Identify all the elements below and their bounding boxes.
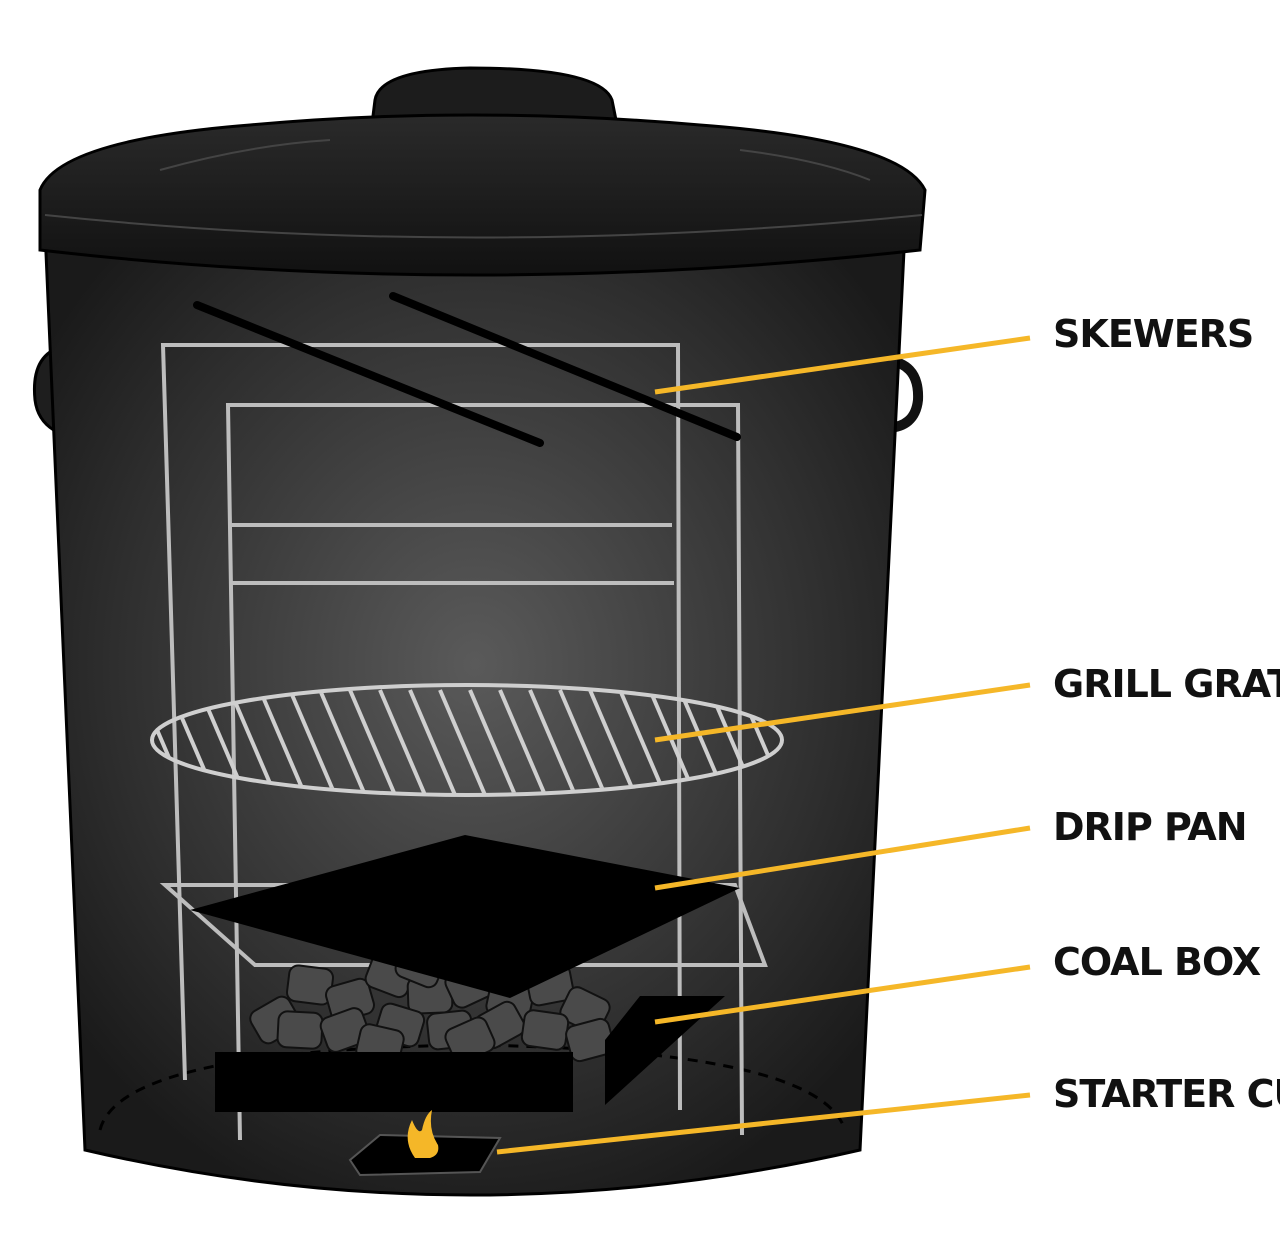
grate-bar — [228, 689, 277, 793]
grate-bar — [258, 689, 307, 793]
grate-bar — [408, 689, 457, 793]
lid — [38, 66, 927, 277]
coal-briquette — [520, 1009, 570, 1051]
grate-bar — [378, 689, 427, 793]
leader-skewers — [654, 335, 1031, 395]
leader-drip-pan — [654, 825, 1031, 891]
coal-briquette — [276, 1010, 324, 1050]
label-coal-box: COAL BOX — [1053, 940, 1261, 984]
grate-bar — [348, 689, 397, 793]
skewers — [193, 292, 741, 447]
leader-grill-grate — [654, 682, 1031, 743]
grate-bar — [588, 689, 637, 793]
grate-bar — [498, 689, 547, 793]
coal-briquette — [319, 1007, 371, 1053]
leader-lines — [496, 335, 1031, 1155]
label-drip-pan: DRIP PAN — [1053, 805, 1247, 849]
can-body — [43, 228, 907, 1197]
drip-pan — [190, 835, 740, 998]
grate-bar — [438, 689, 487, 793]
grate-bar — [468, 689, 517, 793]
flame-icon — [407, 1110, 439, 1158]
label-grill-grate: GRILL GRATE — [1053, 662, 1280, 706]
label-starter-cup: STARTER CUP — [1053, 1072, 1280, 1116]
leader-coal-box — [654, 964, 1031, 1025]
grate-bar — [528, 689, 577, 793]
coal-box — [215, 996, 725, 1112]
grate-bar — [558, 689, 607, 793]
grate-bar — [618, 689, 667, 793]
starter-cup — [348, 1110, 502, 1177]
can-floor — [98, 1043, 847, 1131]
label-skewers: SKEWERS — [1053, 312, 1253, 356]
leader-starter-cup — [496, 1092, 1031, 1155]
grate-bar — [318, 689, 367, 793]
grate-bar — [288, 689, 337, 793]
